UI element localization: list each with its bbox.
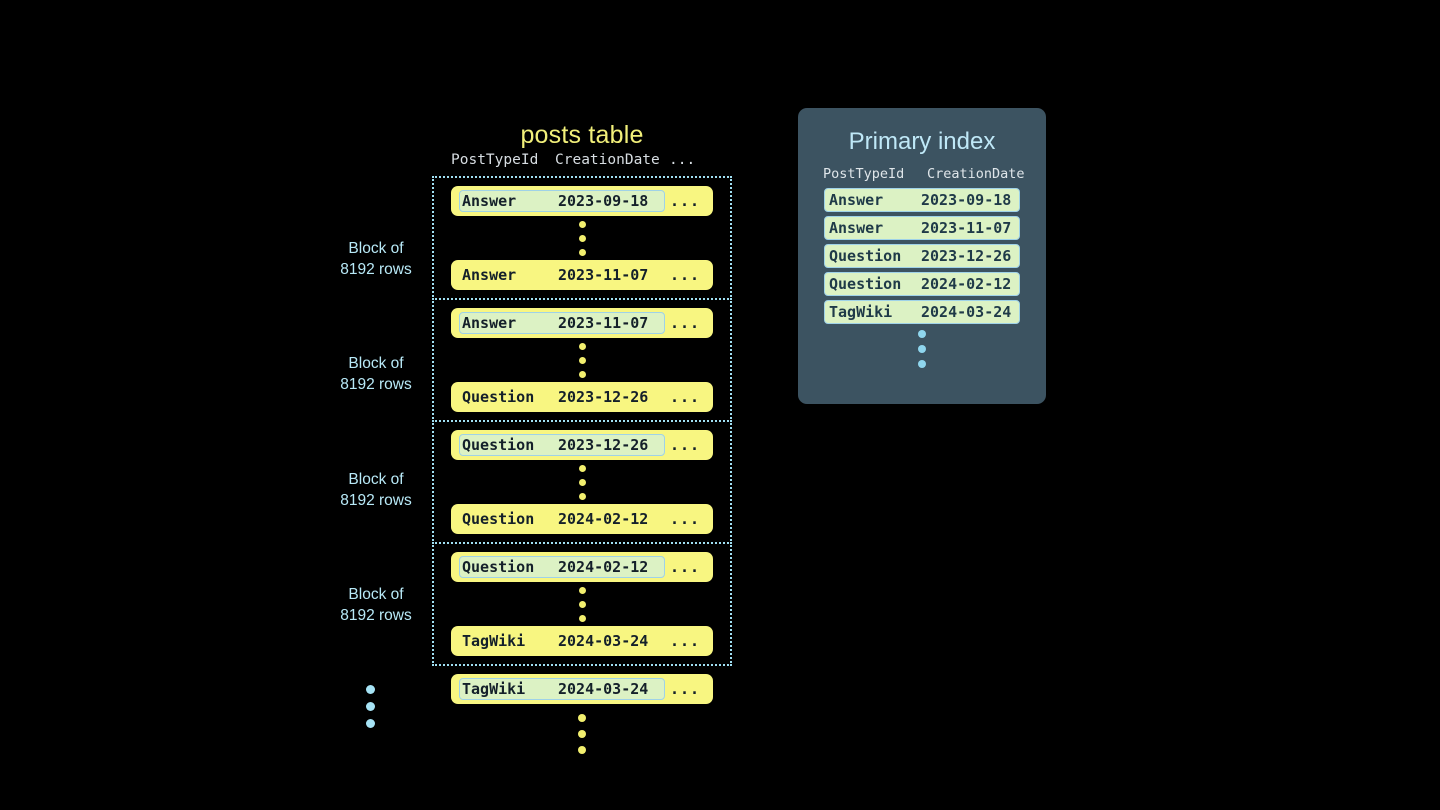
block-label-line1: Block of xyxy=(348,586,404,603)
cell-creationdate: 2023-11-07 xyxy=(921,219,1012,237)
row-key-cells: Answer 2023-09-18 xyxy=(459,190,665,212)
posts-table-title: posts table xyxy=(520,121,644,149)
primary-index-title: Primary index xyxy=(848,128,996,155)
table-row[interactable]: TagWiki 2024-03-24 ... xyxy=(451,626,713,656)
row-key-cells: TagWiki 2024-03-24 xyxy=(459,630,665,652)
index-vertical-ellipsis-icon xyxy=(798,330,1046,368)
block-label-1: Block of 8192 rows xyxy=(311,238,441,280)
table-row[interactable]: Answer 2023-11-07 ... xyxy=(451,308,713,338)
cell-more: ... xyxy=(669,558,701,576)
cell-posttypeid: Answer xyxy=(829,219,884,237)
column-header-posttypeid: PostTypeId xyxy=(451,152,539,168)
row-key-cells: Answer 2023-11-07 xyxy=(459,264,665,286)
column-header-creationdate: CreationDate xyxy=(555,152,660,168)
block-label-line2: 8192 rows xyxy=(340,376,412,393)
row-key-cells: Question 2023-12-26 xyxy=(459,434,665,456)
cell-creationdate: 2023-09-18 xyxy=(921,191,1012,209)
table-block-3: Question 2023-12-26 ... Question 2024-02… xyxy=(432,420,732,544)
cell-posttypeid: Answer xyxy=(462,192,517,210)
table-row[interactable]: Answer 2023-11-07 ... xyxy=(451,260,713,290)
primary-index-column-headers: PostTypeId CreationDate xyxy=(798,160,1046,188)
block-label-line1: Block of xyxy=(348,471,404,488)
cell-more: ... xyxy=(669,632,701,650)
cell-posttypeid: TagWiki xyxy=(462,680,526,698)
block-label-line1: Block of xyxy=(348,355,404,372)
block-label-2: Block of 8192 rows xyxy=(311,353,441,395)
row-key-cells: Question 2024-02-12 xyxy=(459,508,665,530)
cell-more: ... xyxy=(669,314,701,332)
left-vertical-ellipsis-icon xyxy=(366,685,375,728)
cell-posttypeid: TagWiki xyxy=(829,303,893,321)
cell-more: ... xyxy=(669,680,701,698)
column-header-posttypeid: PostTypeId xyxy=(823,166,905,182)
block-label-line2: 8192 rows xyxy=(340,261,412,278)
cell-creationdate: 2024-03-24 xyxy=(558,632,649,650)
table-block-1: Answer 2023-09-18 ... Answer 2023-11-07 … xyxy=(432,176,732,300)
primary-index-panel: Primary index PostTypeId CreationDate An… xyxy=(798,108,1046,404)
cell-creationdate: 2023-12-26 xyxy=(921,247,1012,265)
cell-more: ... xyxy=(669,436,701,454)
row-key-cells: TagWiki 2024-03-24 xyxy=(459,678,665,700)
index-row[interactable]: Question 2024-02-12 xyxy=(824,272,1020,296)
cell-posttypeid: Answer xyxy=(829,191,884,209)
index-row[interactable]: Answer 2023-11-07 xyxy=(824,216,1020,240)
table-vertical-ellipsis-icon xyxy=(432,704,732,764)
table-row[interactable]: Question 2023-12-26 ... xyxy=(451,430,713,460)
cell-more: ... xyxy=(669,192,701,210)
cell-creationdate: 2023-09-18 xyxy=(558,192,649,210)
cell-creationdate: 2023-11-07 xyxy=(558,266,649,284)
posts-table: posts table PostTypeId CreationDate ... … xyxy=(432,118,732,764)
block-label-4: Block of 8192 rows xyxy=(311,584,441,626)
block-label-line1: Block of xyxy=(348,240,404,257)
table-tail-row-wrapper: TagWiki 2024-03-24 ... xyxy=(432,666,732,704)
table-row[interactable]: Question 2024-02-12 ... xyxy=(451,504,713,534)
index-row[interactable]: Question 2023-12-26 xyxy=(824,244,1020,268)
cell-posttypeid: Question xyxy=(462,510,535,528)
table-row[interactable]: Answer 2023-09-18 ... xyxy=(451,186,713,216)
cell-creationdate: 2024-02-12 xyxy=(558,510,649,528)
row-vertical-ellipsis-icon xyxy=(434,460,730,504)
block-label-line2: 8192 rows xyxy=(340,492,412,509)
cell-creationdate: 2024-02-12 xyxy=(558,558,649,576)
index-row[interactable]: TagWiki 2024-03-24 xyxy=(824,300,1020,324)
cell-posttypeid: Question xyxy=(462,388,535,406)
cell-more: ... xyxy=(669,510,701,528)
table-row[interactable]: Question 2024-02-12 ... xyxy=(451,552,713,582)
table-row[interactable]: TagWiki 2024-03-24 ... xyxy=(451,674,713,704)
cell-posttypeid: Answer xyxy=(462,266,517,284)
index-row[interactable]: Answer 2023-09-18 xyxy=(824,188,1020,212)
cell-creationdate: 2024-03-24 xyxy=(921,303,1012,321)
cell-creationdate: 2023-12-26 xyxy=(558,388,649,406)
row-vertical-ellipsis-icon xyxy=(434,338,730,382)
cell-creationdate: 2023-11-07 xyxy=(558,314,649,332)
cell-more: ... xyxy=(669,266,701,284)
cell-posttypeid: Question xyxy=(829,247,902,265)
cell-more: ... xyxy=(669,388,701,406)
table-row[interactable]: Question 2023-12-26 ... xyxy=(451,382,713,412)
cell-creationdate: 2024-02-12 xyxy=(921,275,1012,293)
block-label-3: Block of 8192 rows xyxy=(311,469,441,511)
row-key-cells: Question 2023-12-26 xyxy=(459,386,665,408)
table-block-2: Answer 2023-11-07 ... Question 2023-12-2… xyxy=(432,298,732,422)
cell-posttypeid: Question xyxy=(829,275,902,293)
column-header-more: ... xyxy=(669,152,696,168)
cell-posttypeid: TagWiki xyxy=(462,632,526,650)
row-vertical-ellipsis-icon xyxy=(434,216,730,260)
table-block-4: Question 2024-02-12 ... TagWiki 2024-03-… xyxy=(432,542,732,666)
cell-creationdate: 2024-03-24 xyxy=(558,680,649,698)
cell-posttypeid: Answer xyxy=(462,314,517,332)
row-vertical-ellipsis-icon xyxy=(434,582,730,626)
posts-table-column-headers: PostTypeId CreationDate ... xyxy=(432,152,732,176)
row-key-cells: Question 2024-02-12 xyxy=(459,556,665,578)
cell-posttypeid: Question xyxy=(462,558,535,576)
block-label-line2: 8192 rows xyxy=(340,607,412,624)
row-key-cells: Answer 2023-11-07 xyxy=(459,312,665,334)
column-header-creationdate: CreationDate xyxy=(927,166,1025,182)
cell-creationdate: 2023-12-26 xyxy=(558,436,649,454)
cell-posttypeid: Question xyxy=(462,436,535,454)
